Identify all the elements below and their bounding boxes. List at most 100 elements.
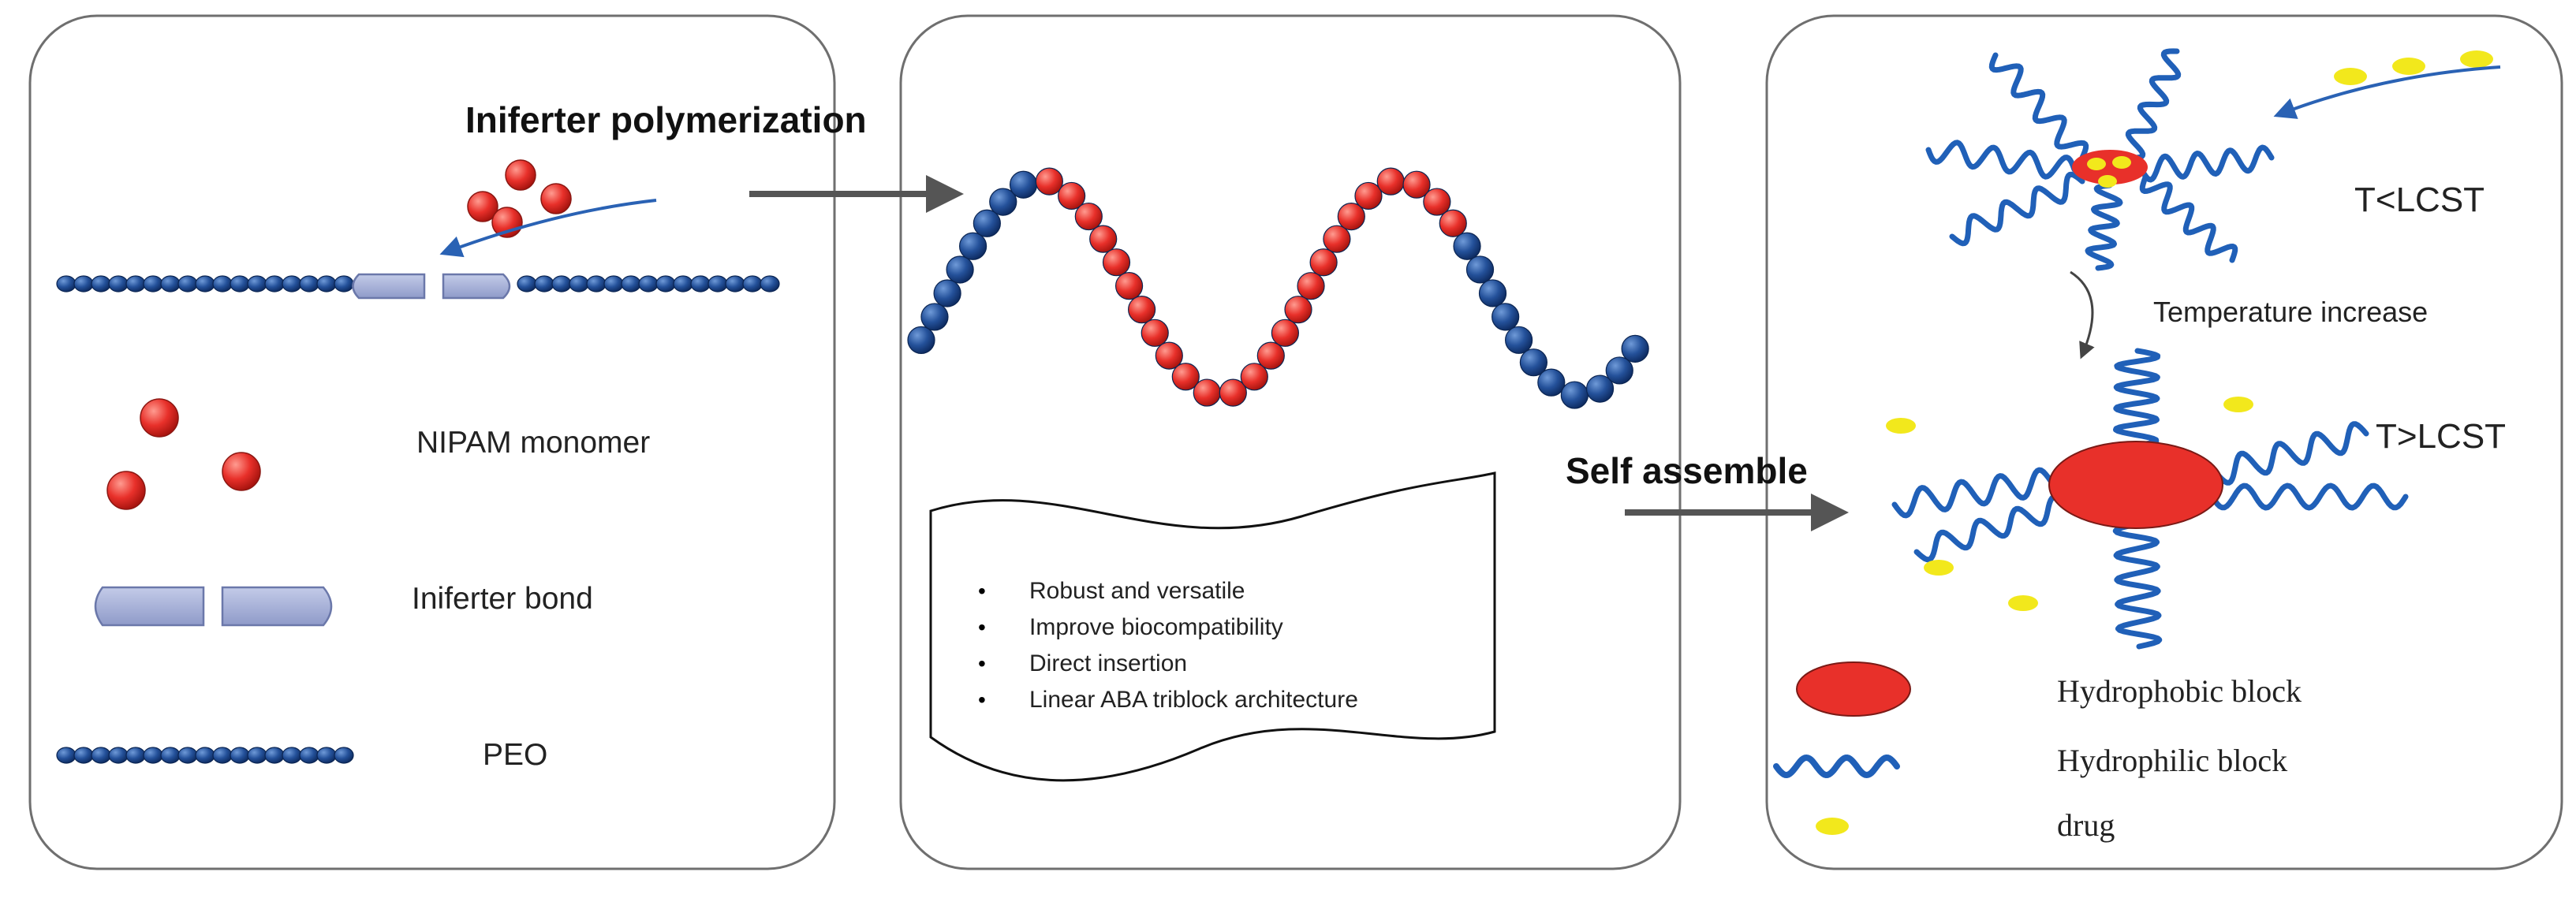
hydrophilic-block-legend-icon	[1773, 754, 1900, 779]
hydrophilic-block-label: Hydrophilic block	[2057, 743, 2287, 778]
peo-bead	[195, 275, 215, 293]
peo-bead	[212, 747, 233, 764]
peo-bead	[1560, 381, 1589, 409]
nipam-bead	[1155, 341, 1183, 370]
panel-right-frame	[1765, 14, 2563, 870]
feature-item: Linear ABA triblock architecture	[1029, 687, 1358, 713]
peo-bead	[73, 275, 94, 293]
unimer-below-lcst	[1925, 48, 2275, 271]
peo-bead	[334, 747, 354, 764]
peo-bead	[108, 275, 129, 293]
peo-bead	[1585, 374, 1615, 403]
hydrophilic-arm	[2209, 483, 2409, 511]
nipam-bead	[1171, 363, 1200, 391]
micelle-hydrophobic-core	[2048, 441, 2223, 529]
peo-bead	[264, 275, 285, 293]
nipam-bead	[1323, 225, 1351, 253]
peo-bead	[989, 188, 1017, 216]
peo-bead	[569, 275, 589, 293]
nipam-bead	[1297, 272, 1325, 300]
peo-bead	[1505, 326, 1533, 354]
peo-bead	[958, 232, 987, 260]
peo-bead	[920, 303, 949, 331]
peo-label: PEO	[483, 738, 547, 772]
hydrophilic-arm	[1913, 494, 2070, 563]
self-assemble-label: Self assemble	[1566, 450, 1808, 491]
free-drug-incoming	[2334, 50, 2493, 85]
iniferter-polymerization-label: Iniferter polymerization	[465, 99, 867, 140]
peo-bead	[1537, 368, 1566, 397]
peo-bead	[195, 747, 215, 764]
hydrophilic-arm	[1988, 52, 2089, 161]
nipam-monomer-label: NIPAM monomer	[416, 426, 650, 460]
nipam-bead	[1141, 319, 1169, 347]
drug-loading-arrow	[2273, 65, 2501, 119]
peo-bead	[143, 747, 163, 764]
peo-bead	[551, 275, 572, 293]
peo-bead	[1478, 279, 1507, 307]
peo-bead	[534, 275, 554, 293]
nipam-bead	[1219, 378, 1247, 407]
peo-bead	[299, 747, 319, 764]
nipam-bead	[1114, 272, 1144, 300]
peo-bead	[91, 275, 111, 293]
peo-bead	[316, 747, 337, 764]
peo-bead	[742, 275, 763, 293]
hydrophilic-arm	[1891, 467, 2054, 519]
nipam-bead	[1256, 341, 1285, 370]
micelle-above-lcst	[1891, 348, 2409, 650]
nipam-bead	[1193, 378, 1221, 407]
nipam-monomer-legend-icon	[106, 398, 261, 510]
nipam-bead	[1402, 170, 1431, 199]
above-lcst-label: T>LCST	[2376, 417, 2506, 456]
peo-bead	[1605, 356, 1633, 385]
monomer-insertion-arrow	[439, 199, 657, 258]
feature-item: Robust and versatile	[1029, 578, 1245, 604]
triblock-copolymer-chain	[907, 167, 1649, 409]
peo-bead	[707, 275, 728, 293]
peo-bead	[73, 747, 94, 764]
peo-bead	[946, 255, 974, 284]
peo-bead	[1465, 255, 1495, 284]
peo-bead	[603, 275, 624, 293]
hydrophilic-arm	[2113, 348, 2161, 449]
feature-bullet: •	[978, 615, 986, 639]
panel-left-frame	[28, 14, 836, 870]
peo-bead	[1491, 303, 1520, 331]
feature-bullet: •	[978, 651, 986, 676]
peo-bead	[1621, 334, 1649, 363]
peo-bead	[282, 747, 302, 764]
peo-bead	[56, 275, 77, 293]
feature-bullet: •	[978, 687, 986, 712]
peo-bead	[264, 747, 285, 764]
peo-bead	[690, 275, 711, 293]
peo-bead	[1453, 232, 1481, 260]
peo-bead	[212, 275, 233, 293]
peo-bead	[91, 747, 111, 764]
peo-bead	[586, 275, 607, 293]
hydrophobic-block-legend-icon	[1796, 661, 1911, 717]
feature-item: Improve biocompatibility	[1029, 614, 1283, 640]
iniferter-bond-label: Iniferter bond	[412, 582, 593, 616]
peo-legend-chain	[56, 747, 354, 764]
released-drug	[1886, 397, 2253, 611]
hydrophilic-arm	[1949, 171, 2085, 247]
nipam-bead	[1102, 248, 1131, 277]
features-list: • Robust and versatile • Improve biocomp…	[978, 578, 1358, 713]
peo-bead	[517, 275, 537, 293]
peo-bead	[230, 747, 250, 764]
peo-bead	[638, 275, 659, 293]
nipam-bead	[1376, 167, 1405, 196]
features-banner	[929, 471, 1496, 782]
hydrophilic-arm	[2139, 174, 2238, 263]
peo-bead	[334, 275, 354, 293]
peo-bead	[282, 275, 302, 293]
peo-bead	[56, 747, 77, 764]
peo-bead	[247, 747, 267, 764]
peo-bead	[973, 209, 1001, 237]
peo-bead	[143, 275, 163, 293]
peo-bead	[907, 326, 935, 354]
feature-bullet: •	[978, 579, 986, 603]
nipam-bead	[1035, 167, 1063, 196]
